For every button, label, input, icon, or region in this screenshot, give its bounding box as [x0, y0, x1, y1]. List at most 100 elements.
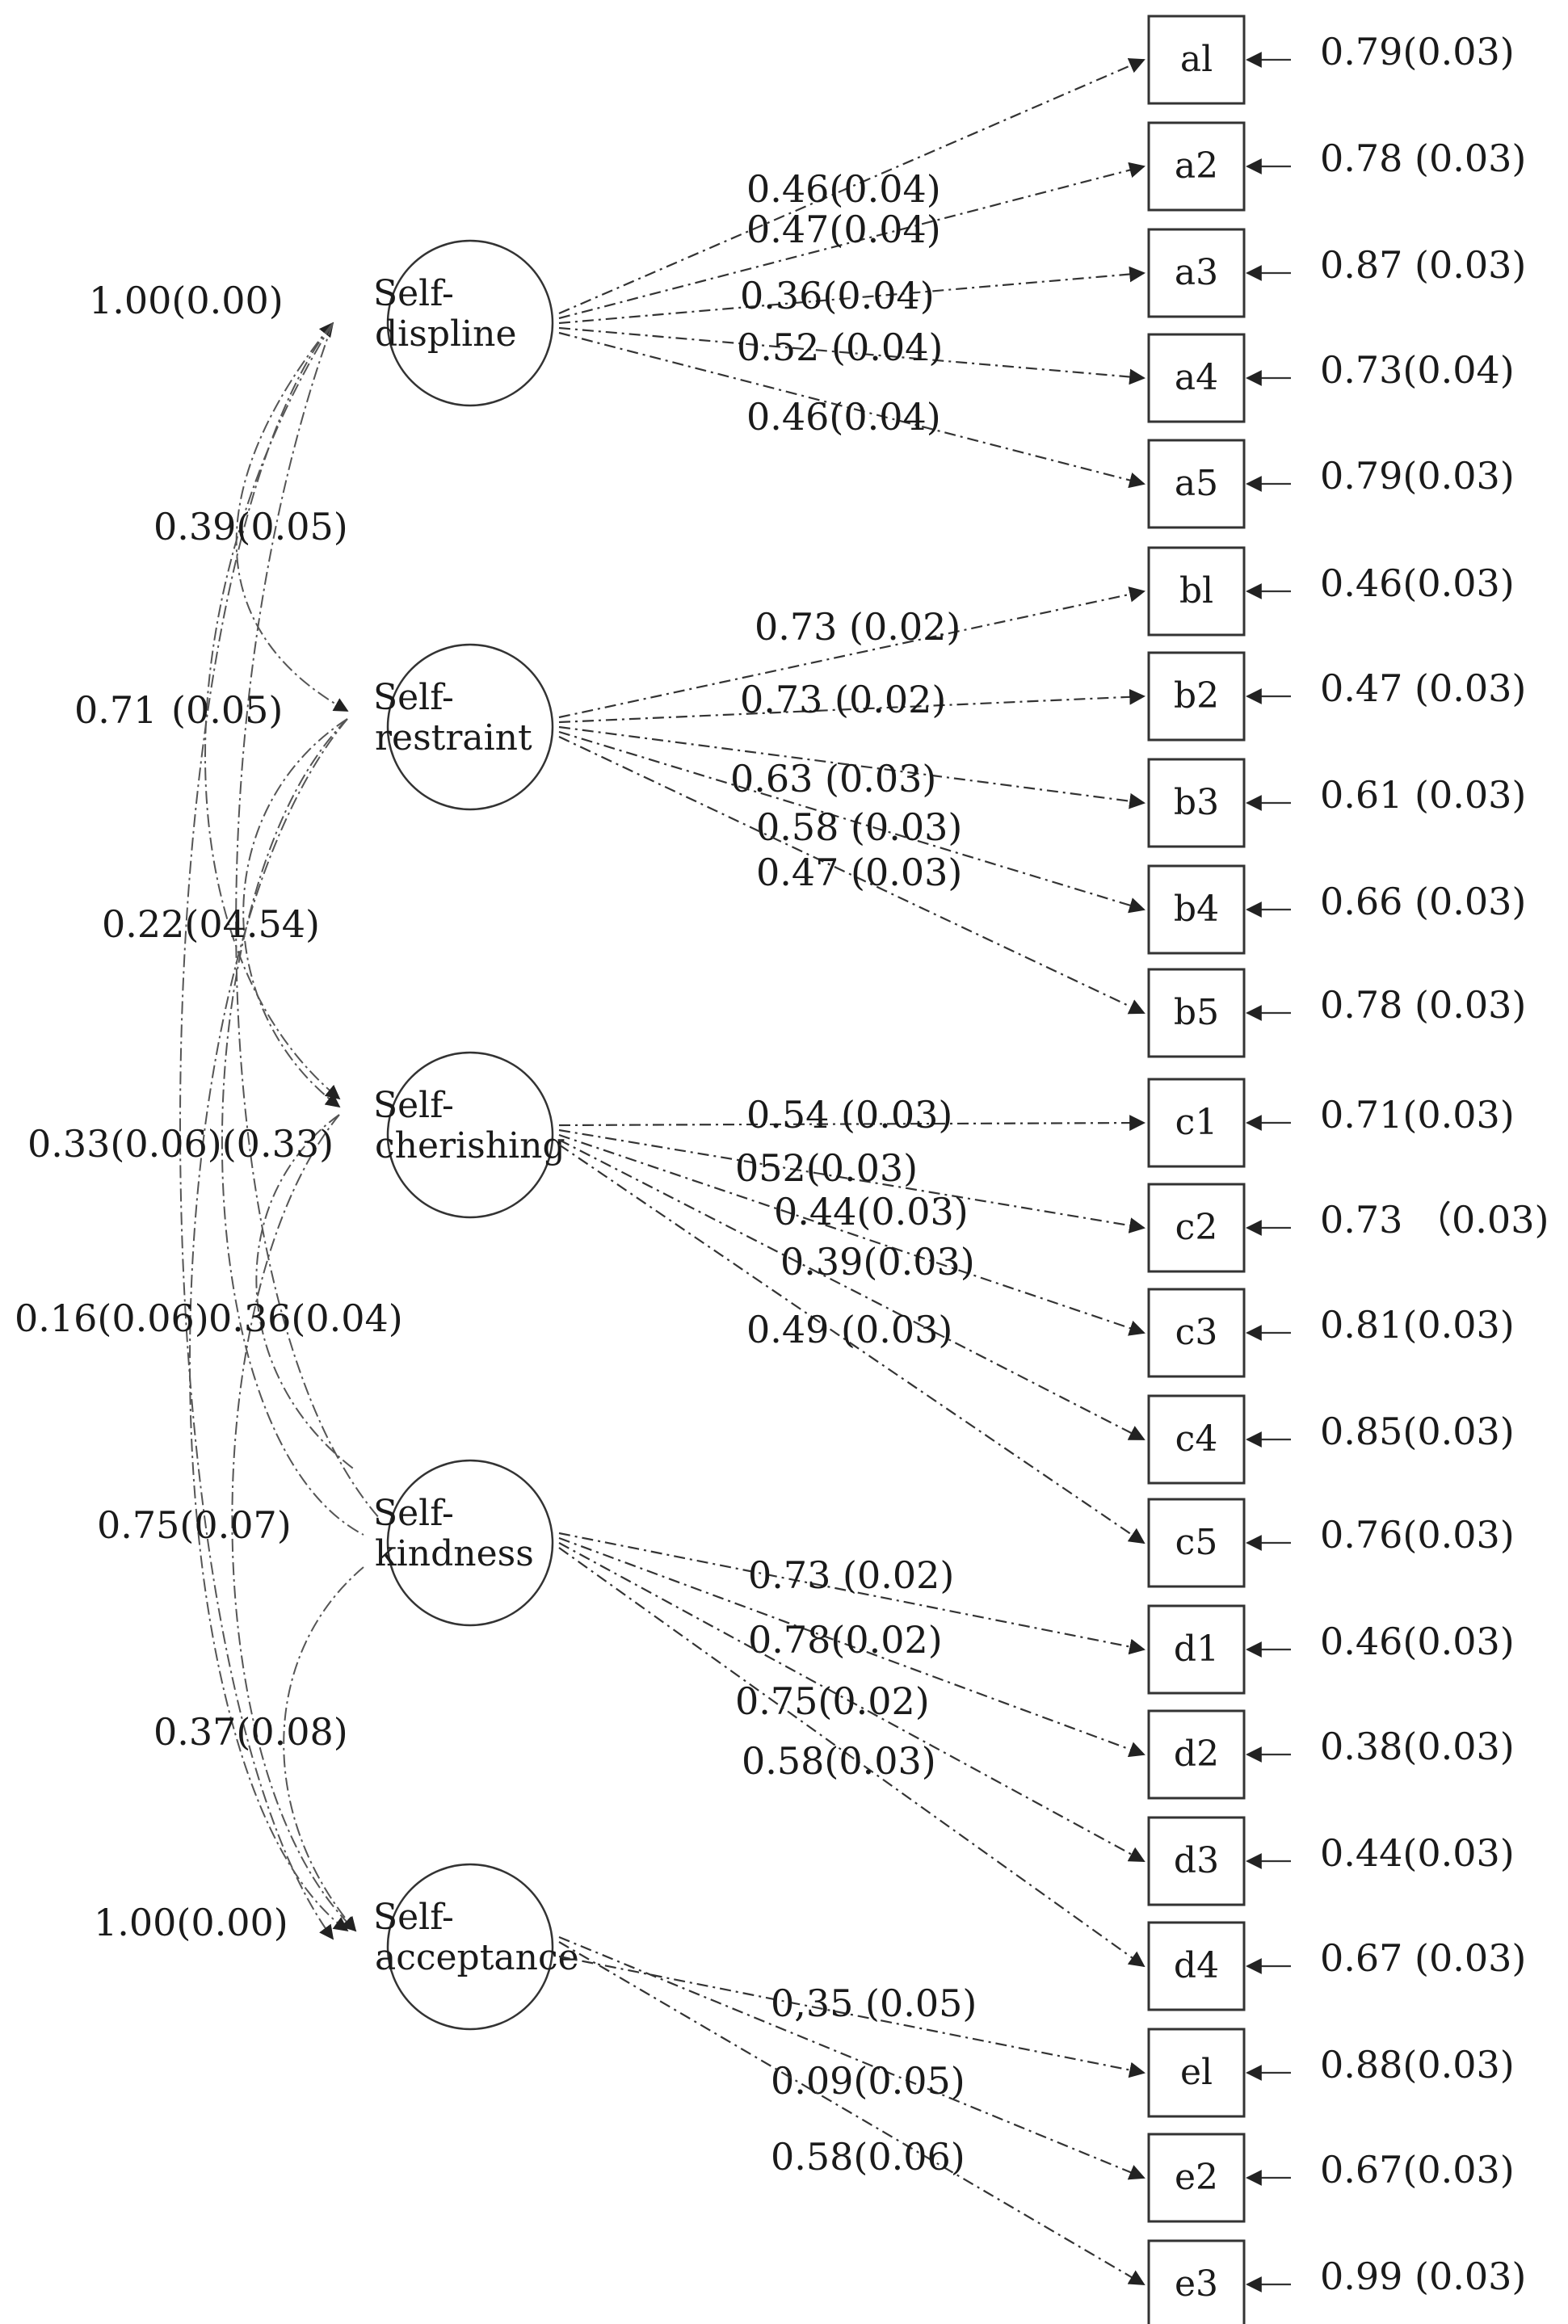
error-label: 0.79(0.03)	[1320, 454, 1515, 498]
loading-path	[558, 1542, 1146, 1862]
indicator-box	[1147, 546, 1246, 637]
loading-path	[558, 162, 1146, 320]
factor-circle	[386, 239, 554, 407]
factor-label: kindness	[375, 1533, 534, 1574]
factor-label: Self-	[373, 1085, 454, 1126]
loading-path	[558, 1547, 1146, 1968]
indicator-label: d4	[1174, 1945, 1219, 1986]
indicator-label: a4	[1175, 357, 1218, 398]
indicator-label: c2	[1175, 1207, 1218, 1248]
indicator-box	[1147, 1921, 1246, 2011]
cov-label: 0.16(0.06)	[15, 1296, 209, 1340]
factor-label: restraint	[375, 717, 532, 759]
indicator-box	[1147, 1078, 1246, 1168]
loading-label: 0.47 (0.03)	[756, 851, 962, 894]
error-label: 0.47 (0.03)	[1320, 666, 1526, 710]
error-label: 0.73(0.04)	[1320, 348, 1515, 392]
error-label: 0.44(0.03)	[1320, 1831, 1515, 1875]
indicator-label: c5	[1175, 1522, 1218, 1563]
error-label: 0.71(0.03)	[1320, 1093, 1515, 1137]
indicator-box	[1147, 864, 1246, 955]
indicator-label: b5	[1174, 992, 1219, 1033]
indicator-label: d3	[1174, 1840, 1219, 1881]
error-label: 0.67(0.03)	[1320, 2148, 1515, 2192]
loading-label: 0.44(0.03)	[774, 1190, 969, 1233]
loading-label: 0.47(0.04)	[746, 208, 941, 251]
loading-path	[558, 736, 1146, 1015]
cov-label: (0.05)	[171, 688, 283, 732]
indicator-label: al	[1180, 39, 1213, 80]
indicator-label: b4	[1174, 889, 1219, 930]
loading-path	[558, 730, 1146, 914]
error-label: 0.76(0.03)	[1320, 1513, 1515, 1557]
covariance-paths	[179, 321, 380, 1940]
error-label: 0.61 (0.03)	[1320, 773, 1526, 817]
cov-label: 0.22(04.54)	[102, 902, 320, 946]
error-label: 0.66 (0.03)	[1320, 880, 1526, 923]
indicator-box	[1147, 1498, 1246, 1588]
loading-label: 0.54 (0.03)	[746, 1093, 952, 1137]
factor-node: Self-acceptance	[373, 1863, 579, 2031]
loading-label: 0.73 (0.02)	[740, 678, 946, 721]
cov-label: 0.75(0.07)	[97, 1503, 292, 1547]
error-label: 0.78 (0.03)	[1320, 137, 1526, 180]
indicator-box	[1147, 1709, 1246, 1800]
indicator-box	[1147, 651, 1246, 742]
factor-node: Self-cherishing	[373, 1051, 565, 1219]
loading-path	[558, 326, 1146, 385]
loading-label: 0.58 (0.03)	[756, 805, 962, 849]
indicator-box	[1147, 439, 1246, 529]
error-label: 0.46(0.03)	[1320, 1620, 1515, 1663]
loading-path	[558, 1139, 1146, 1440]
cov-label: 1.00(0.00)	[94, 1901, 288, 1944]
factor-node: Self-restraint	[373, 643, 554, 811]
error-label: 0.46(0.03)	[1320, 561, 1515, 605]
indicator-box	[1147, 1816, 1246, 1906]
error-label: 0.79(0.03)	[1320, 30, 1515, 74]
loading-label: 0.36(0.04)	[740, 274, 935, 317]
indicator-box	[1147, 1394, 1246, 1485]
indicator-label: a3	[1175, 252, 1218, 293]
factor-node: Self-displine	[373, 239, 554, 407]
indicator-label: el	[1180, 2052, 1213, 2093]
indicator-box	[1147, 2028, 1246, 2118]
error-label: 0.38(0.03)	[1320, 1725, 1515, 1768]
factor-label: acceptance	[375, 1937, 579, 1978]
indicator-label: c3	[1175, 1312, 1218, 1353]
loading-label: 0.46(0.04)	[746, 167, 941, 211]
indicator-box	[1147, 758, 1246, 848]
loading-path	[558, 1941, 1146, 2286]
indicator-node: e2 0.67(0.03)	[1147, 2133, 1515, 2223]
indicator-node: d3 0.44(0.03)	[1147, 1816, 1515, 1906]
indicator-box	[1147, 228, 1246, 318]
factor-node: Self-kindness	[373, 1459, 554, 1627]
indicator-box	[1147, 1604, 1246, 1695]
factor-circle	[386, 1051, 554, 1219]
indicator-box	[1147, 15, 1246, 105]
indicator-label: e3	[1175, 2263, 1218, 2305]
loading-path	[558, 1532, 1146, 1655]
indicator-node: c5 0.76(0.03)	[1147, 1498, 1515, 1588]
cov-label: 1.00(0.00)	[89, 279, 284, 322]
loading-label: 0.58(0.06)	[771, 2135, 965, 2179]
indicator-box	[1147, 1288, 1246, 1378]
factor-label: displine	[375, 313, 517, 355]
loading-path	[558, 1133, 1146, 1336]
loading-label: 0.49 (0.03)	[746, 1308, 952, 1351]
indicator-box	[1147, 333, 1246, 423]
loading-label: 0.75(0.02)	[735, 1679, 930, 1723]
indicator-label: e2	[1175, 2157, 1218, 2198]
loading-label: 0,35 (0.05)	[771, 1981, 977, 2025]
loading-path	[558, 266, 1146, 325]
